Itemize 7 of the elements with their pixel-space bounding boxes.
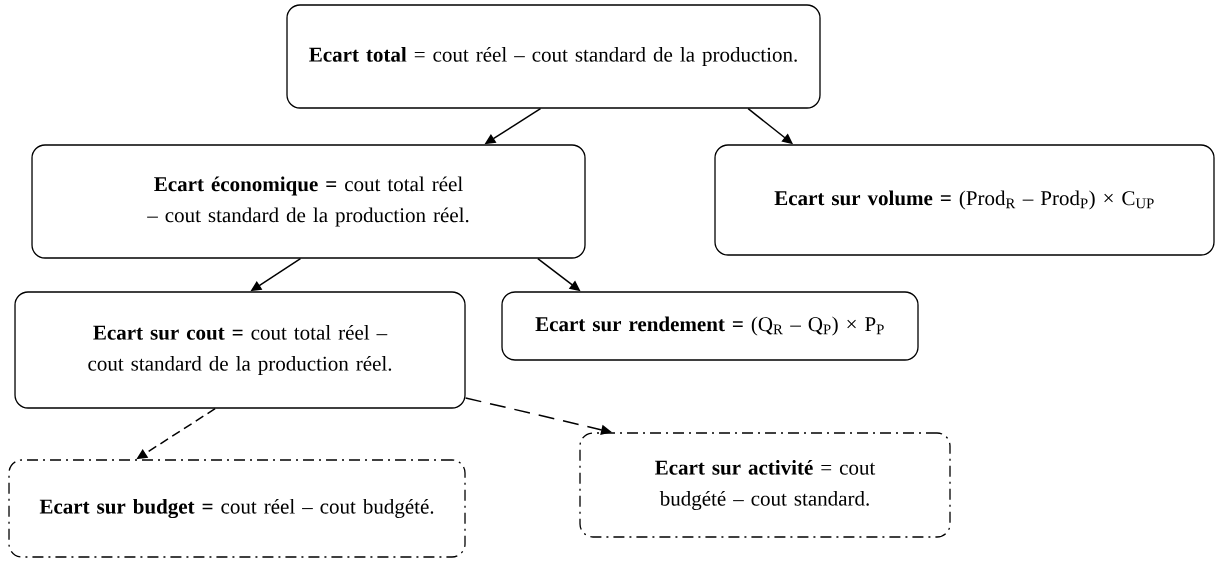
formula-box: Ecart sur cout = cout total réel – cout standard de la production réel. [14, 291, 466, 409]
formula-box: Ecart sur volume = (Prod$_{R}$ – Prod$_{P}$) × C$_{UP}$ [714, 144, 1215, 256]
dashed-formula-box: Ecart sur budget = cout réel – cout budgété. [8, 459, 466, 558]
formula-box: Ecart total = cout réel – cout standard de la production. [286, 4, 821, 109]
formula-box: Ecart sur rendement = (Q$_{R}$ – Q$_{P}$) × P$_{P}$ [501, 291, 919, 361]
dashed-formula-box: Ecart sur activité = cout budgété – cout standard. [579, 432, 951, 538]
formula-box: Ecart économique = cout total réel – cout standard de la production réel. [31, 144, 586, 259]
